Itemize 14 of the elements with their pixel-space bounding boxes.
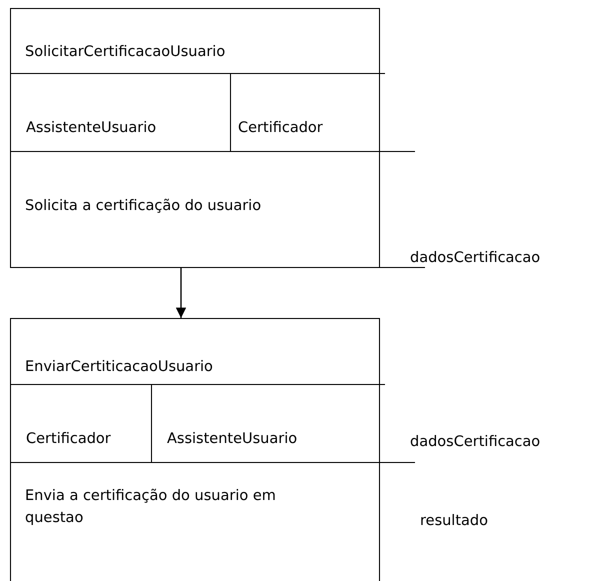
role-cell: AssistenteUsuario	[152, 385, 381, 463]
task-title: SolicitarCertificacaoUsuario	[25, 43, 226, 62]
arrow	[176, 268, 186, 318]
role-cell: Certificador	[231, 74, 381, 152]
task-description: Solicita a certificação do usuario	[25, 197, 262, 216]
role-cell: AssistenteUsuario	[11, 74, 231, 152]
task-box	[10, 318, 380, 581]
role-cell: Certificador	[11, 385, 152, 463]
task-description: Envia a certificação do usuario em questao	[25, 487, 277, 528]
data-label: dadosCertificacao	[410, 249, 540, 267]
task-title: EnviarCertiticacaoUsuario	[25, 358, 213, 377]
data-label: resultado	[420, 512, 488, 530]
data-label: dadosCertificacao	[410, 433, 540, 451]
task-box	[10, 8, 380, 268]
